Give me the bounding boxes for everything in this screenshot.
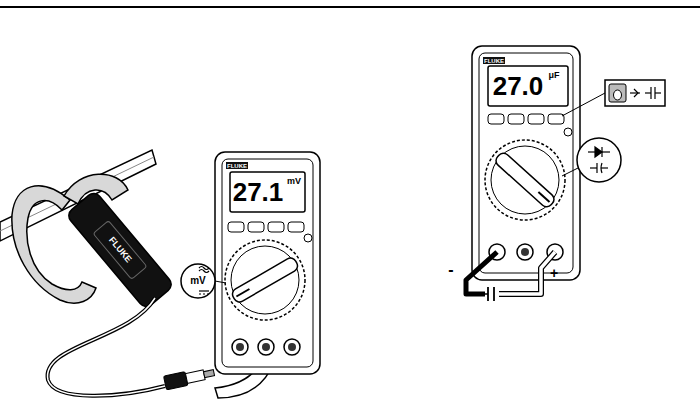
button-row [488,114,572,136]
function-callout [577,138,621,182]
display-reading: 27.1 [233,179,284,205]
plug-black [164,372,188,390]
diode-symbol [588,147,610,157]
capacitor-gap [485,286,499,302]
rotary-dial [485,140,565,220]
capacitor-plate [487,287,489,301]
rotary-dial [225,240,305,320]
button-row [228,222,312,242]
dial-pointer [236,289,249,297]
brand-badge [483,57,505,64]
button-press-icon [614,90,622,100]
clamp-cable-core [47,298,165,396]
meter-bezel [222,159,313,367]
function-label: mV [190,276,206,286]
brand-badge [226,162,248,169]
ac-symbol [199,270,209,273]
lcd-display [230,172,305,212]
brand-logo: FLUKE [484,58,504,64]
dial-knob [494,151,557,210]
dc-symbol [199,293,209,294]
button-callout [605,80,665,106]
input-jacks [232,339,300,355]
lcd-display [488,66,568,106]
display-reading: 27.0 [493,73,544,99]
diode-cap-symbols [630,87,661,99]
capacitor-symbol [590,163,608,173]
plug-pin [204,370,215,378]
clamp-badge [93,221,147,280]
ac-symbol [199,267,209,270]
clamp-body [66,190,175,309]
display-unit: μF [548,71,559,80]
dc-symbol [199,290,209,291]
button-icon [609,84,626,102]
meter-bezel [479,53,573,273]
leader-line [562,93,605,116]
leader-line [562,168,578,176]
capacitor-plate [493,287,495,301]
dial-knob [230,256,299,304]
leader-line [215,281,226,283]
polarity-sign: + [550,266,558,280]
meter-body [215,152,320,374]
white-test-lead-core [497,252,555,294]
top-rule [0,6,700,8]
function-callout [181,264,215,298]
plug-white [185,370,205,384]
clamp-cable [47,298,165,396]
dial-inner [491,146,559,214]
polarity-sign: - [448,262,453,278]
brand-logo: FLUKE [227,163,247,169]
dial-inner [231,246,299,314]
meter-body [472,46,580,280]
capacitor-wire [466,293,488,295]
dial-pointer [538,192,549,202]
display-unit: mV [287,177,301,186]
white-test-lead [497,252,555,294]
